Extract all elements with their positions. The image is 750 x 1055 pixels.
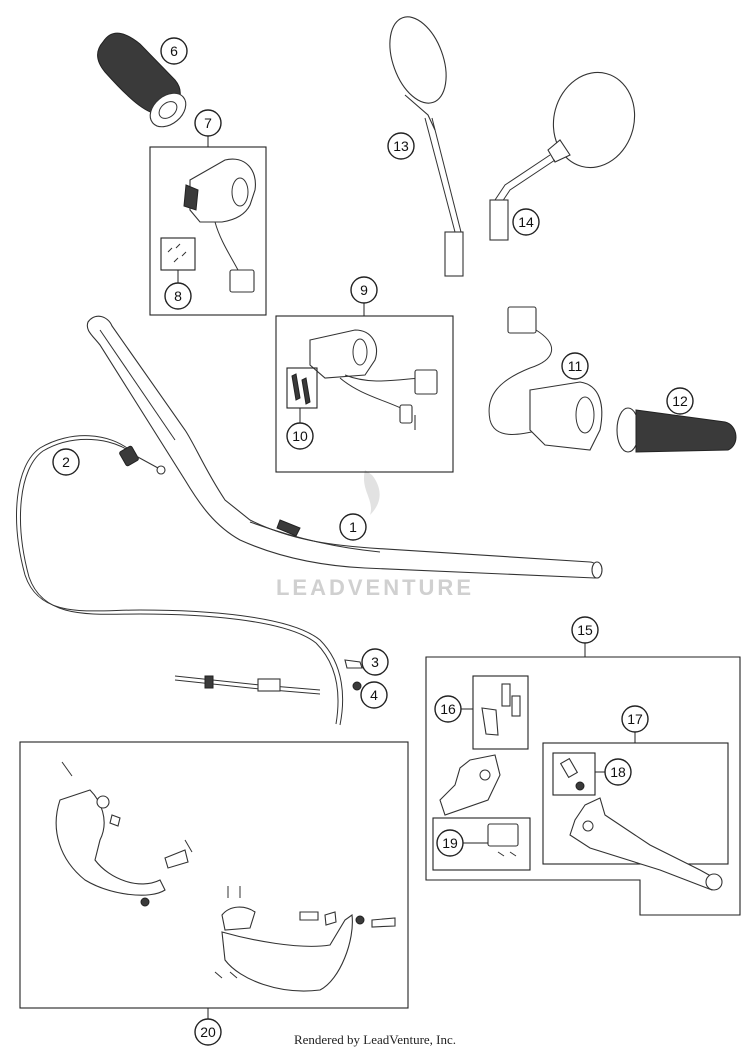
callout-2: 2: [52, 448, 80, 476]
callout-19: 19: [436, 829, 464, 857]
handguard-box: [19, 741, 409, 1009]
left-switch: [183, 158, 256, 293]
callout-10: 10: [286, 422, 314, 450]
leader-lines: [177, 136, 636, 1019]
svg-text:13: 13: [393, 138, 409, 154]
watermark: LEADVENTURE: [276, 470, 474, 600]
svg-text:4: 4: [370, 687, 378, 703]
callout-16: 16: [434, 695, 462, 723]
lever-assembly-box: [425, 656, 741, 916]
svg-text:18: 18: [610, 764, 626, 780]
right-switch-9: [309, 329, 438, 424]
cable-adjuster: [344, 659, 363, 691]
callout-8: 8: [164, 282, 192, 310]
callout-11: 11: [561, 352, 589, 380]
mirror-left: [389, 16, 464, 277]
svg-text:7: 7: [204, 115, 212, 131]
kit-19: [487, 823, 519, 857]
bolt-set-16: [481, 683, 521, 736]
svg-text:3: 3: [371, 654, 379, 670]
callout-15: 15: [571, 616, 599, 644]
callout-13: 13: [387, 132, 415, 160]
handguard-right: [214, 886, 396, 992]
svg-text:6: 6: [170, 43, 178, 59]
callout-17: 17: [621, 705, 649, 733]
svg-text:10: 10: [292, 428, 308, 444]
lever-17: [559, 757, 723, 891]
callout-14: 14: [512, 208, 540, 236]
callout-1: 1: [339, 513, 367, 541]
left-grip: [97, 32, 187, 128]
handguard-left: [55, 761, 193, 907]
callout-18: 18: [604, 758, 632, 786]
callout-7: 7: [194, 109, 222, 137]
handlebar: [86, 315, 603, 579]
callout-3: 3: [361, 648, 389, 676]
svg-text:14: 14: [518, 214, 534, 230]
mirror-right: [489, 71, 636, 241]
right-grip: [616, 407, 737, 453]
svg-text:17: 17: [627, 711, 643, 727]
svg-text:2: 2: [62, 454, 70, 470]
callout-9: 9: [350, 276, 378, 304]
right-switch-11: [488, 306, 603, 451]
box-19: [432, 817, 531, 871]
lever-bracket: [439, 754, 501, 816]
callout-6: 6: [160, 37, 188, 65]
svg-text:8: 8: [174, 288, 182, 304]
box-16: [472, 675, 529, 750]
footer-credit: Rendered by LeadVenture, Inc.: [293, 1032, 457, 1047]
svg-text:20: 20: [200, 1024, 216, 1040]
screw-set-box-10: [286, 367, 318, 409]
watermark-text: LEADVENTURE: [276, 575, 474, 600]
svg-text:12: 12: [672, 393, 688, 409]
callout-12: 12: [666, 387, 694, 415]
svg-text:1: 1: [349, 519, 357, 535]
svg-text:11: 11: [568, 358, 583, 374]
throttle-cable: [16, 435, 344, 726]
svg-text:9: 9: [360, 282, 368, 298]
screw-set-box-8: [160, 237, 196, 271]
screws-8: [167, 243, 187, 263]
callout-4: 4: [360, 681, 388, 709]
svg-text:19: 19: [442, 835, 458, 851]
box-18: [552, 752, 596, 796]
screws-10: [291, 373, 311, 405]
svg-text:16: 16: [440, 701, 456, 717]
callout-20: 20: [194, 1018, 222, 1046]
svg-text:15: 15: [577, 622, 593, 638]
